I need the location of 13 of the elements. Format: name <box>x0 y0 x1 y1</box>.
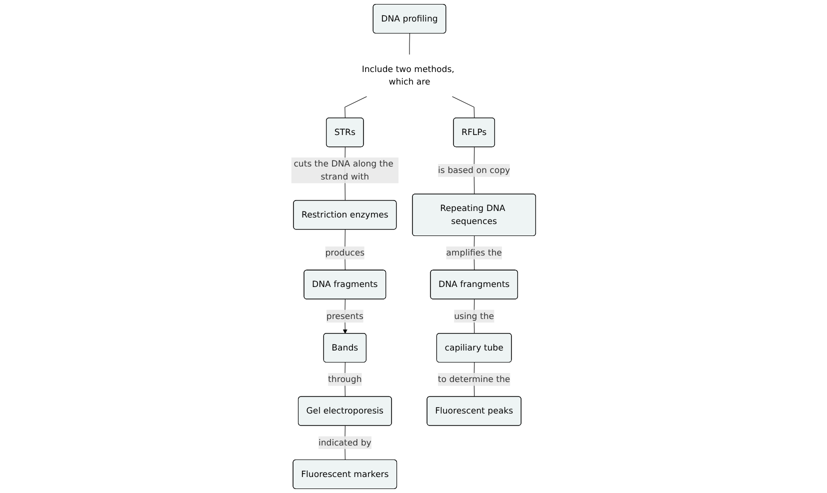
edge-label: to determine the <box>438 374 510 384</box>
connector <box>452 96 475 118</box>
connector <box>344 96 368 118</box>
connector <box>409 33 410 55</box>
edge-label: is based on copy <box>438 165 510 176</box>
edge-label: using the <box>454 310 494 321</box>
edge-label: through <box>328 374 362 384</box>
edge-label: presents <box>326 310 364 321</box>
edge-label: produces <box>325 248 365 258</box>
edge-label: indicated by <box>318 437 372 448</box>
edge-label: amplifies the <box>446 248 502 258</box>
edge-label: cuts the DNA along the strand with <box>294 158 394 182</box>
node-text: Include two methods, which are <box>362 64 454 87</box>
